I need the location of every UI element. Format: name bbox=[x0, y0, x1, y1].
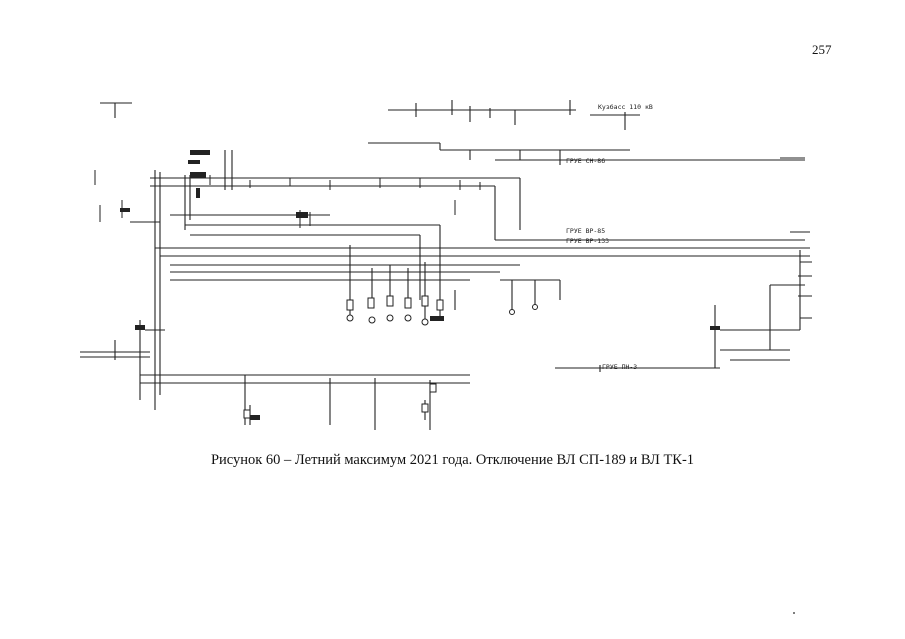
label-grue-vr85: ГРУЕ ВР-85 bbox=[566, 227, 605, 235]
power-grid-schematic: Кузбасс 110 кВ ГРУЕ СН-86 ГРУЕ ВР-85 ГРУ… bbox=[80, 100, 812, 430]
label-grue-vr133: ГРУЕ ВР-133 bbox=[566, 237, 609, 245]
figure-caption: Рисунок 60 – Летний максимум 2021 года. … bbox=[210, 452, 695, 468]
page-speck bbox=[793, 612, 795, 614]
label-grue-pn3: ГРУЕ ПН-3 bbox=[602, 363, 637, 371]
page-number: 257 bbox=[812, 42, 832, 57]
label-kuzbass: Кузбасс 110 кВ bbox=[598, 103, 653, 111]
label-grue-sn86: ГРУЕ СН-86 bbox=[566, 157, 605, 165]
